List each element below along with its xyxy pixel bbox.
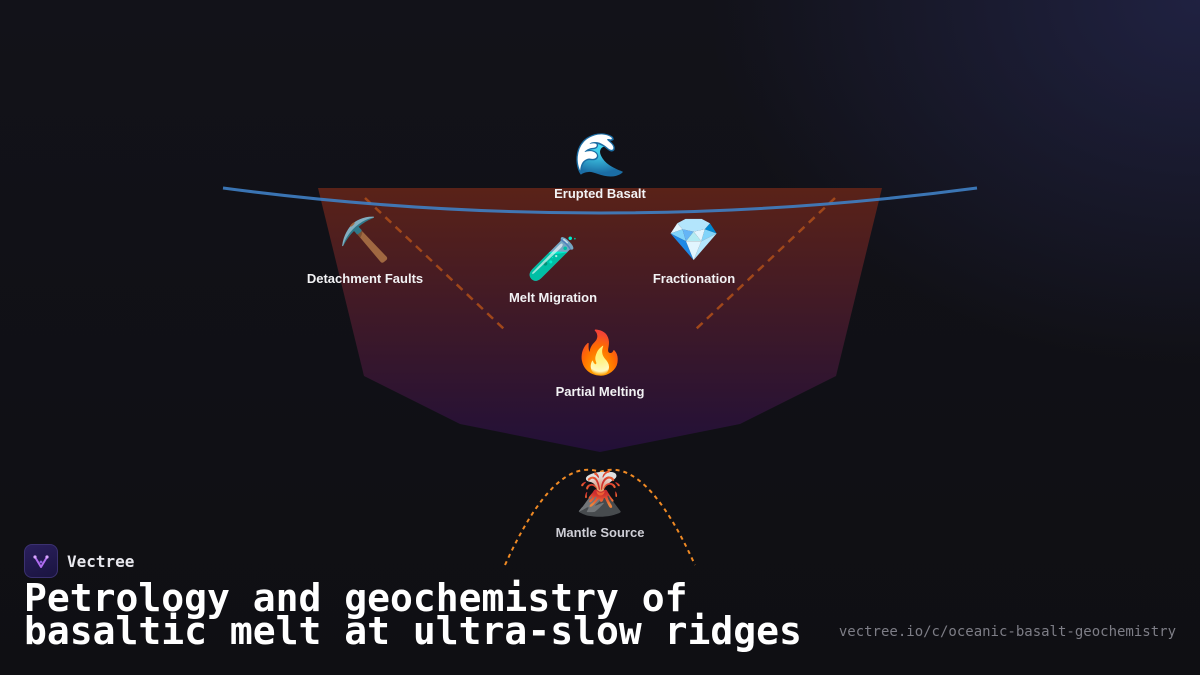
node-melt-migration: 🧪 Melt Migration [509, 234, 597, 305]
node-mantle-source: 🌋 Mantle Source [556, 469, 645, 540]
node-detachment-faults: ⛏️ Detachment Faults [307, 215, 423, 286]
node-partial-melting: 🔥 Partial Melting [556, 328, 645, 399]
fire-icon: 🔥 [573, 328, 627, 377]
node-label: Detachment Faults [306, 271, 424, 286]
pickaxe-icon: ⛏️ [338, 215, 392, 264]
node-label: Melt Migration [508, 290, 598, 305]
volcano-icon: 🌋 [573, 469, 627, 518]
node-label: Erupted Basalt [554, 186, 646, 201]
seafloor-line [222, 186, 978, 215]
node-label: Mantle Source [555, 525, 645, 540]
fault-line-right [694, 197, 836, 331]
brand[interactable]: Vectree [24, 544, 134, 578]
node-label: Fractionation [652, 271, 736, 286]
crust-section [318, 188, 882, 452]
test-tube-icon: 🧪 [526, 234, 580, 283]
node-label: Partial Melting [555, 384, 645, 399]
node-fractionation: 💎 Fractionation [653, 215, 735, 286]
vectree-logo-icon [24, 544, 58, 578]
gem-icon: 💎 [667, 215, 721, 264]
node-erupted-basalt: 🌊 Erupted Basalt [554, 130, 646, 201]
page-title: Petrology and geochemistry of basaltic m… [24, 576, 802, 653]
wave-icon: 🌊 [573, 130, 627, 179]
brand-name: Vectree [67, 551, 135, 571]
page-url[interactable]: vectree.io/c/oceanic-basalt-geochemistry [838, 624, 1176, 640]
mantle-plume-outline [504, 468, 696, 566]
fault-line-left [364, 197, 506, 331]
